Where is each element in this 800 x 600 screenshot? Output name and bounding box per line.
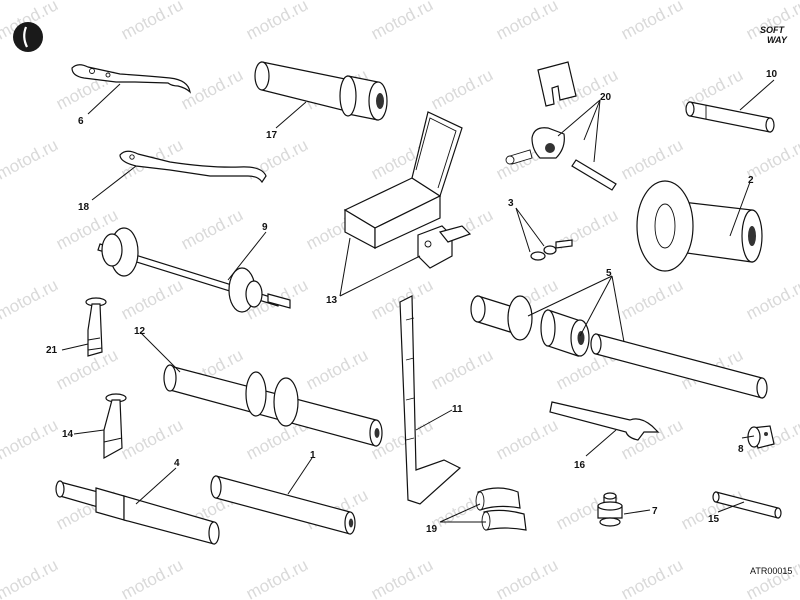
watermark-text: motod.ru bbox=[618, 275, 686, 323]
watermark-text: motod.ru bbox=[53, 345, 121, 393]
part-19-split-collar bbox=[475, 487, 527, 531]
part-17-drift bbox=[254, 61, 388, 121]
callout-14: 14 bbox=[62, 429, 74, 440]
callout-3: 3 bbox=[508, 198, 514, 209]
watermark-text: motod.ru bbox=[178, 205, 246, 253]
watermark-text: motod.ru bbox=[493, 0, 561, 44]
callout-7: 7 bbox=[652, 506, 658, 517]
watermark-text: motod.ru bbox=[243, 0, 311, 44]
part-18-pin-spanner bbox=[119, 150, 267, 184]
watermark-text: motod.ru bbox=[743, 555, 800, 600]
callout-4: 4 bbox=[174, 458, 180, 469]
callout-21: 21 bbox=[46, 345, 58, 356]
part-6-hook-spanner bbox=[71, 64, 191, 94]
part-9-puller bbox=[97, 227, 291, 313]
callout-13: 13 bbox=[326, 295, 338, 306]
watermark-text: motod.ru bbox=[118, 555, 186, 600]
watermark-text: motod.ru bbox=[0, 275, 61, 323]
part-2-bell-adaptor bbox=[636, 180, 763, 272]
watermark-text: motod.ru bbox=[428, 65, 496, 113]
watermark-text: motod.ru bbox=[493, 555, 561, 600]
watermark-text: motod.ru bbox=[118, 415, 186, 463]
part-16-spanner bbox=[549, 401, 660, 441]
part-20-shims bbox=[505, 61, 617, 191]
part-15-pin bbox=[712, 491, 782, 519]
watermark-text: motod.ru bbox=[368, 555, 436, 600]
watermark-text: motod.ru bbox=[618, 0, 686, 44]
part-12-drift bbox=[163, 364, 383, 447]
callout-6: 6 bbox=[78, 116, 84, 127]
watermark-text: motod.ru bbox=[243, 555, 311, 600]
watermark-text: motod.ru bbox=[618, 135, 686, 183]
leader-lines bbox=[61, 79, 775, 523]
part-7-adaptor bbox=[597, 492, 623, 527]
part-10-pin bbox=[685, 101, 775, 133]
watermark-text: motod.ru bbox=[493, 415, 561, 463]
brand-line2: WAY bbox=[767, 35, 788, 45]
watermark-text: motod.ru bbox=[428, 345, 496, 393]
brand-line1: SOFT bbox=[760, 25, 786, 35]
watermark-text: motod.ru bbox=[118, 275, 186, 323]
part-3-clips bbox=[530, 239, 573, 261]
callout-12: 12 bbox=[134, 326, 146, 337]
callout-19: 19 bbox=[426, 524, 438, 535]
watermark-text: motod.ru bbox=[0, 135, 61, 183]
callout-9: 9 bbox=[262, 222, 268, 233]
callout-18: 18 bbox=[78, 202, 90, 213]
figure-code: ATR00015 bbox=[750, 566, 792, 576]
part-14-valve-tool bbox=[103, 393, 127, 460]
callout-20: 20 bbox=[600, 92, 612, 103]
watermark-text: motod.ru bbox=[743, 275, 800, 323]
watermark-text: motod.ru bbox=[618, 555, 686, 600]
part-13-tool-case bbox=[343, 111, 472, 269]
callout-16: 16 bbox=[574, 460, 586, 471]
part-1-drift bbox=[210, 475, 356, 535]
callout-15: 15 bbox=[708, 514, 720, 525]
callout-2: 2 bbox=[748, 175, 754, 186]
part-21-valve-tool bbox=[85, 297, 107, 357]
callout-17: 17 bbox=[266, 130, 278, 141]
part-4-drift bbox=[55, 480, 220, 545]
part-8-collar bbox=[747, 425, 775, 449]
part-5-drift-set bbox=[470, 295, 768, 399]
watermark-text: motod.ru bbox=[303, 345, 371, 393]
callout-8: 8 bbox=[738, 444, 744, 455]
watermark-text: motod.ru bbox=[368, 0, 436, 44]
logo-mark bbox=[13, 22, 43, 52]
callout-11: 11 bbox=[452, 404, 463, 415]
callout-10: 10 bbox=[766, 69, 778, 80]
watermark-text: motod.ru bbox=[0, 555, 61, 600]
callout-5: 5 bbox=[606, 268, 612, 279]
watermark-text: motod.ru bbox=[678, 485, 746, 533]
watermark-text: motod.ru bbox=[118, 0, 186, 44]
watermark-text: motod.ru bbox=[0, 415, 61, 463]
callout-labels: 6 17 18 9 21 12 14 4 1 11 19 20 10 3 2 1… bbox=[46, 69, 778, 535]
callout-1: 1 bbox=[310, 450, 316, 461]
part-11-stand bbox=[399, 295, 462, 505]
